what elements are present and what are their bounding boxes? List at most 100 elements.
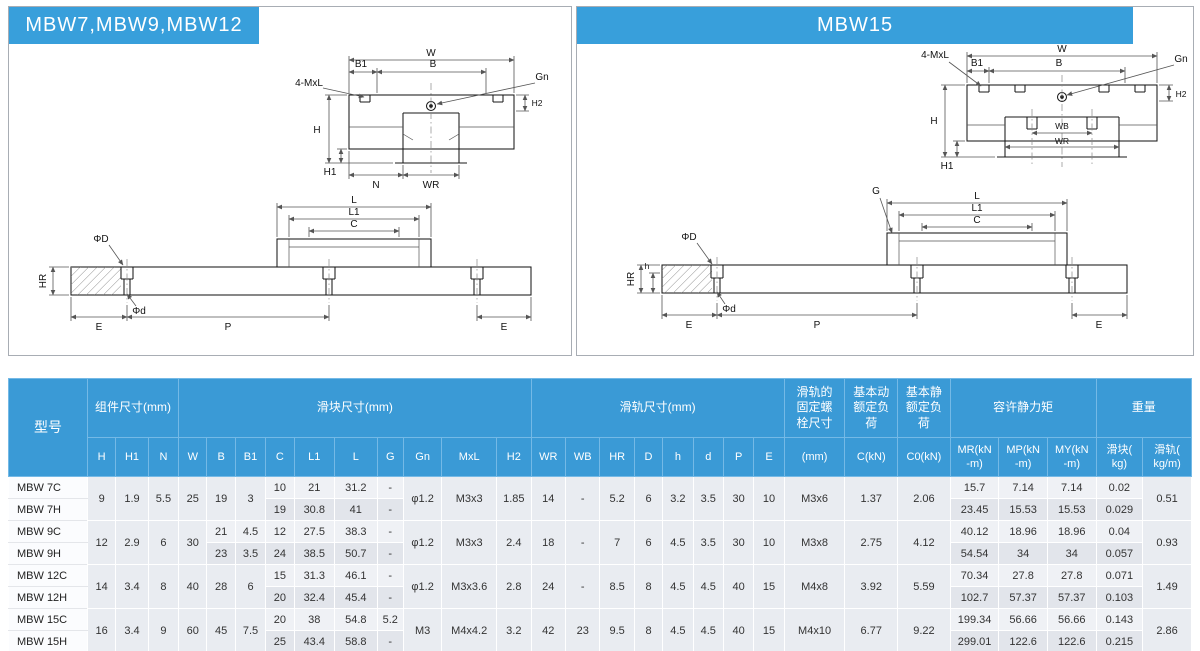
side-view-geometry: [661, 232, 1128, 294]
column-group-header: 基本动 额定负 荷: [844, 378, 899, 438]
dim-label-h2: H2: [532, 98, 543, 108]
column-header: L: [334, 437, 378, 477]
column-group-header: 滑轨尺寸(mm): [530, 378, 785, 438]
dim-label-l1: L1: [348, 207, 360, 218]
dim-label-h1: H1: [941, 161, 954, 172]
column-header: 滑轨( kg/m): [1142, 437, 1192, 477]
column-header: B1: [234, 437, 267, 477]
column-header: H: [86, 437, 117, 477]
spec-cell: 2.75: [844, 520, 899, 565]
spec-cell: 16: [86, 608, 117, 651]
spec-cell: 60: [178, 608, 208, 651]
model-cell: MBW 9C: [8, 520, 88, 543]
spec-cell: 7.14: [1046, 476, 1097, 499]
column-header: h: [662, 437, 694, 477]
spec-cell: 4.5: [234, 520, 267, 543]
side-view-geometry: [70, 238, 532, 296]
column-header: D: [633, 437, 664, 477]
dim-label-h: H: [313, 125, 320, 136]
spec-cell: 6.77: [844, 608, 899, 651]
spec-cell: 40: [722, 608, 755, 651]
dim-label-h1: H1: [324, 167, 337, 178]
dim-label-wb: WB: [1055, 121, 1069, 131]
spec-cell: 30: [722, 520, 755, 565]
spec-cell: 8: [147, 564, 180, 609]
column-header: B: [206, 437, 236, 477]
column-header: d: [692, 437, 724, 477]
spec-cell: 27.5: [293, 520, 336, 543]
spec-cell: 57.37: [998, 586, 1048, 609]
spec-cell: 5.2: [376, 608, 404, 631]
spec-cell: 3.5: [234, 542, 267, 565]
spec-cell: 0.143: [1095, 608, 1144, 631]
spec-cell: -: [376, 476, 404, 499]
column-header: C: [265, 437, 295, 477]
spec-cell: 8: [633, 608, 664, 651]
panel-mbw7-9-12: MBW7,MBW9,MBW12: [8, 6, 572, 356]
spec-cell: 10: [753, 520, 785, 565]
spec-cell: 4.5: [692, 564, 724, 609]
dim-label-h: H: [930, 116, 937, 127]
dim-label-mxl: 4-MxL: [921, 50, 949, 61]
spec-cell: 45.4: [334, 586, 378, 609]
spec-cell: 46.1: [334, 564, 378, 587]
front-view-geometry: [348, 94, 515, 164]
column-header: MY(kN -m): [1046, 437, 1097, 477]
dim-label-hr: HR: [38, 274, 49, 288]
spec-cell: 6: [147, 520, 180, 565]
spec-cell: 9: [86, 476, 117, 521]
front-view-dims: W B1 B 4-MxL Gn H H1 H2 WB: [921, 44, 1188, 172]
dim-label-hr: HR: [626, 272, 637, 286]
column-header: H1: [115, 437, 149, 477]
dim-label-p: P: [225, 322, 232, 333]
dim-label-w: W: [1057, 44, 1067, 55]
dim-label-mxl: 4-MxL: [295, 78, 323, 89]
spec-cell: 14: [530, 476, 567, 521]
drawing-mbw15: W B1 B 4-MxL Gn H H1 H2 WB: [626, 44, 1188, 331]
column-header: G: [376, 437, 404, 477]
column-header: HR: [599, 437, 635, 477]
spec-cell: 23: [564, 608, 601, 651]
spec-cell: 0.04: [1095, 520, 1144, 543]
spec-cell: -: [564, 564, 601, 609]
spec-cell: M4x10: [783, 608, 846, 651]
spec-cell: 40.12: [949, 520, 1000, 543]
spec-cell: -: [376, 542, 404, 565]
spec-cell: 102.7: [949, 586, 1000, 609]
spec-cell: 0.057: [1095, 542, 1144, 565]
spec-cell: 8.5: [599, 564, 635, 609]
spec-cell: 23.45: [949, 498, 1000, 521]
dim-label-h2: H2: [1176, 89, 1187, 99]
dim-label-gn: Gn: [535, 72, 548, 83]
spec-cell: 122.6: [1046, 630, 1097, 651]
panel-title-mbw7-9-12: MBW7,MBW9,MBW12: [9, 7, 259, 44]
spec-cell: 5.2: [599, 476, 635, 521]
spec-cell: 4.5: [662, 564, 694, 609]
spec-cell: 58.8: [334, 630, 378, 651]
spec-cell: 12: [265, 520, 295, 543]
column-group-header: 滑块尺寸(mm): [178, 378, 532, 438]
spec-cell: M3x3.6: [441, 564, 498, 609]
spec-cell: φ1.2: [402, 564, 443, 609]
spec-cell: 38: [293, 608, 336, 631]
dim-label-e: E: [686, 320, 693, 331]
spec-cell: -: [376, 520, 404, 543]
column-group-header: 滑轨的 固定螺 栓尺寸: [783, 378, 846, 438]
column-header: 滑块( kg): [1095, 437, 1144, 477]
spec-cell: 21: [206, 520, 236, 543]
spec-cell: 28: [206, 564, 236, 609]
spec-cell: 3.92: [844, 564, 899, 609]
spec-cell: 30: [178, 520, 208, 565]
panel-mbw15: MBW15: [576, 6, 1194, 356]
spec-cell: 19: [206, 476, 236, 521]
dim-label-b: B: [430, 59, 437, 70]
spec-cell: 0.51: [1142, 476, 1192, 521]
spec-cell: 20: [265, 608, 295, 631]
model-cell: MBW 7H: [8, 498, 88, 521]
spec-cell: 15: [265, 564, 295, 587]
column-group-header: 容许静力矩: [949, 378, 1097, 438]
